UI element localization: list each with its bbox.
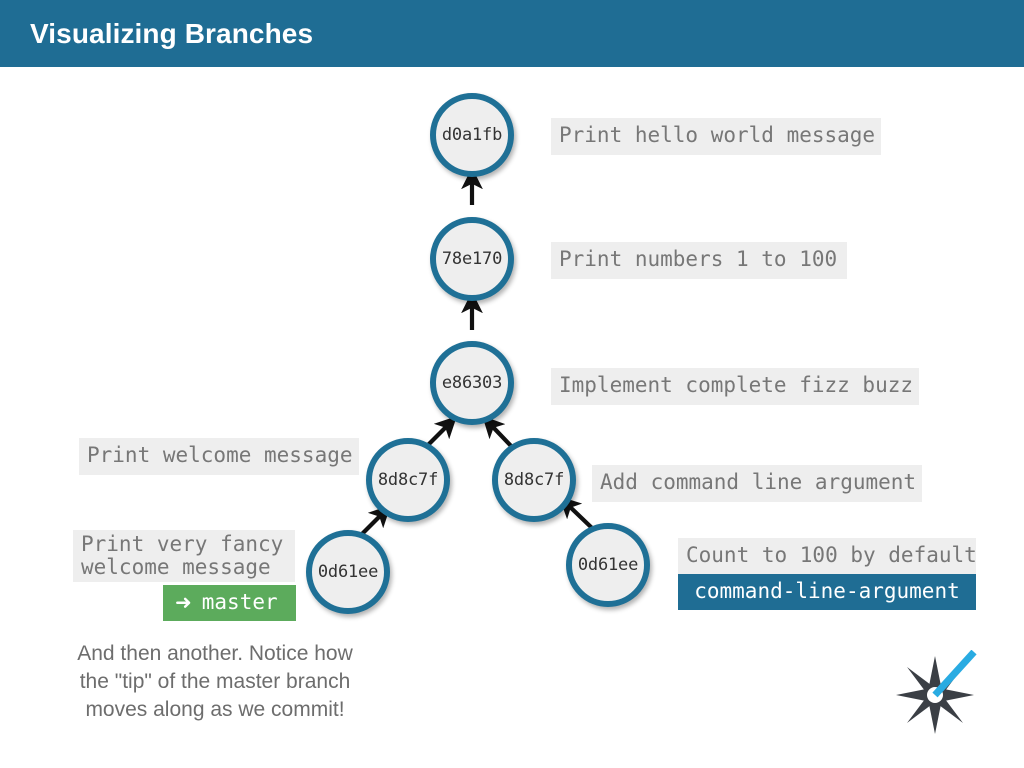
commit-node[interactable]: 0d61ee	[566, 523, 650, 607]
commit-hash-label: 0d61ee	[317, 561, 379, 582]
branch-badge-command-line-argument[interactable]: command-line-argument	[678, 574, 976, 611]
branch-badge-label: master	[201, 590, 278, 614]
caption-line-3: moves along as we commit!	[85, 697, 345, 721]
slide-header: Visualizing Branches	[0, 0, 1024, 67]
sparkle-star-logo	[896, 650, 977, 734]
commit-message-label: Implement complete fizz buzz	[551, 368, 919, 405]
logo-accent-ray	[932, 650, 977, 698]
slide-caption: And then another. Notice how the "tip" o…	[40, 640, 390, 724]
commit-message-label: Print numbers 1 to 100	[551, 242, 847, 279]
commit-node[interactable]: 78e170	[430, 217, 514, 301]
commit-node[interactable]: e86303	[430, 341, 514, 425]
commit-edge-arrow	[558, 496, 594, 530]
commit-node[interactable]: 0d61ee	[306, 530, 390, 614]
caption-line-1: And then another. Notice how	[77, 642, 353, 665]
commit-hash-label: 78e170	[441, 248, 503, 269]
branch-badge-master[interactable]: ➜ master	[163, 585, 296, 622]
commit-message-label: Print hello world message	[551, 118, 881, 155]
commit-hash-label: e86303	[441, 372, 503, 393]
page-title: Visualizing Branches	[30, 17, 314, 49]
commit-hash-label: d0a1fb	[441, 124, 503, 145]
caption-line-2: the "tip" of the master branch	[79, 669, 351, 693]
commit-message-label: Print welcome message	[79, 438, 359, 475]
commit-hash-label: 0d61ee	[577, 554, 639, 575]
branch-pointer-arrow-icon: ➜	[175, 590, 192, 614]
commit-message-line-1: Print very fancy	[81, 532, 284, 556]
commit-message-label: Add command line argument	[592, 465, 922, 502]
commit-node[interactable]: 8d8c7f	[492, 438, 576, 522]
commit-hash-label: 8d8c7f	[503, 469, 565, 490]
commit-message-line-2: welcome message	[81, 554, 271, 579]
commit-hash-label: 8d8c7f	[377, 469, 439, 490]
commit-node[interactable]: 8d8c7f	[366, 438, 450, 522]
commit-message-label: Count to 100 by default	[678, 538, 977, 575]
commit-node[interactable]: d0a1fb	[430, 93, 514, 177]
branch-badge-label: command-line-argument	[694, 579, 960, 603]
